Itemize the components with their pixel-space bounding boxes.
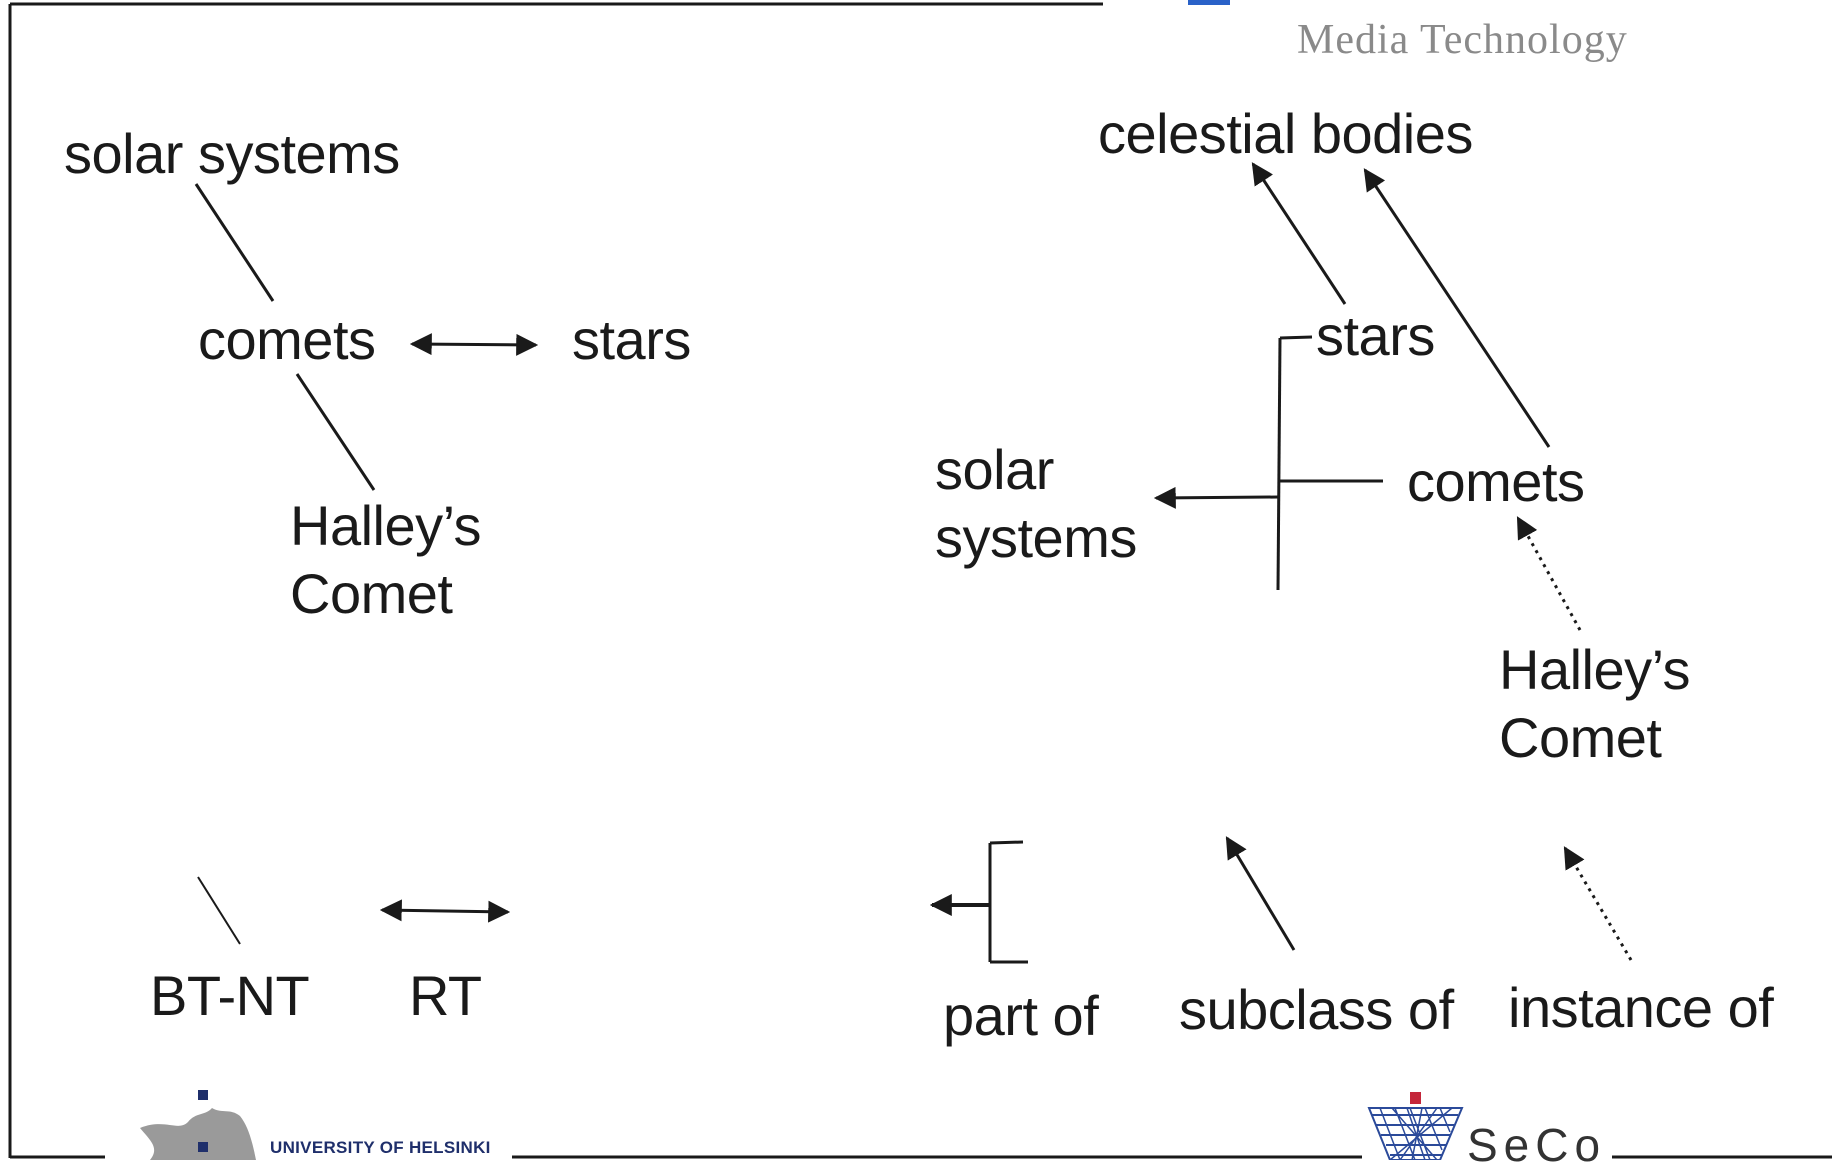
brand-media-technology: Media Technology	[1297, 17, 1628, 63]
node-halleys-right-line2: Comet	[1499, 706, 1662, 769]
edge-comets-celestial	[1363, 168, 1551, 448]
node-solar-line2: systems	[935, 506, 1137, 569]
node-comets-left: comets	[198, 308, 376, 371]
edge-solar-comets	[194, 183, 275, 302]
seco-logo-text: SeCo	[1467, 1119, 1607, 1171]
legend-subclass-of: subclass of	[1179, 978, 1454, 1041]
legend-bt-nt-line	[197, 876, 241, 945]
edge-comets-halley	[295, 373, 376, 491]
node-solar-line1: solar	[935, 438, 1054, 501]
legend-rt-arrow	[379, 899, 511, 923]
node-halleys-comet-left: Halley’s Comet	[290, 492, 482, 628]
edge-comets-stars	[409, 333, 539, 356]
university-of-helsinki-logo-text: UNIVERSITY OF HELSINKI	[270, 1138, 491, 1157]
node-solar-systems-right: solar systems	[935, 436, 1137, 572]
edge-halley-instance	[1516, 516, 1582, 631]
legend-instance-of: instance of	[1508, 976, 1774, 1039]
uh-flame-logo	[140, 1090, 256, 1160]
legend-partof-top	[989, 840, 1024, 845]
bracket-stars-tick	[1279, 335, 1313, 340]
node-solar-systems-left: solar systems	[64, 122, 400, 185]
legend-bt-nt: BT-NT	[150, 964, 310, 1027]
legend-subclass-arrow	[1225, 836, 1296, 951]
legend-rt: RT	[409, 964, 482, 1027]
hut-logo-mark	[1188, 0, 1230, 5]
node-stars-left: stars	[572, 308, 691, 371]
seco-logo-mark	[1367, 1092, 1464, 1160]
node-halleys-line2: Comet	[290, 562, 453, 625]
node-halleys-right-line1: Halley’s	[1499, 638, 1691, 701]
edge-stars-celestial	[1251, 162, 1347, 305]
node-halleys-line1: Halley’s	[290, 494, 482, 557]
edge-partof-solar	[1153, 486, 1279, 509]
node-celestial-bodies: celestial bodies	[1098, 102, 1473, 165]
legend-instance-arrow	[1563, 846, 1633, 961]
node-comets-right: comets	[1407, 450, 1585, 513]
node-halleys-comet-right: Halley’s Comet	[1499, 636, 1691, 772]
legend-part-of: part of	[943, 984, 1099, 1047]
node-stars-right: stars	[1316, 304, 1435, 367]
bracket-vertical	[1276, 337, 1282, 591]
